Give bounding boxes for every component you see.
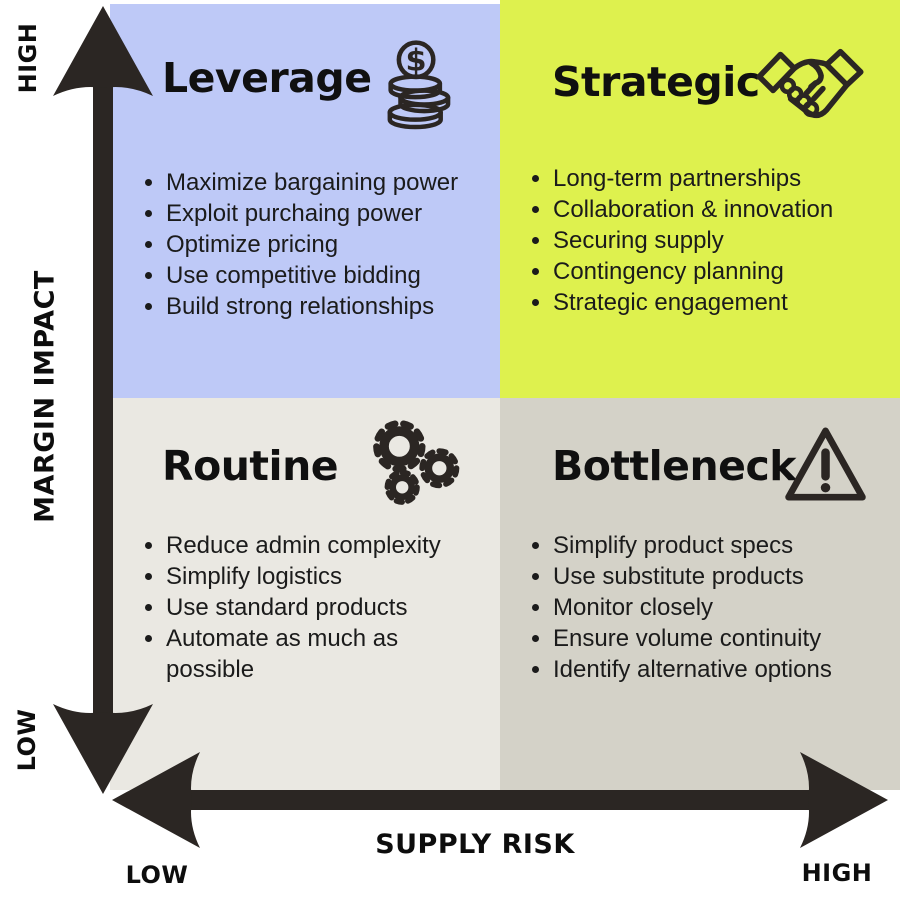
bullet-item: Strategic engagement	[553, 287, 870, 318]
svg-text:$: $	[406, 43, 427, 78]
warning-icon	[781, 421, 871, 507]
y-axis-title: MARGIN IMPACT	[29, 270, 61, 523]
y-axis-low-label: LOW	[13, 708, 41, 772]
bullet-item: Long-term partnerships	[553, 163, 870, 194]
x-axis-arrow	[112, 752, 888, 848]
quadrant-bottleneck-bullets: Simplify product specsUse substitute pro…	[500, 530, 870, 685]
handshake-icon	[750, 36, 870, 132]
bullet-item: Simplify logistics	[166, 561, 460, 592]
x-axis-low-label: LOW	[125, 861, 189, 889]
bullet-item: Automate as much as possible	[166, 623, 460, 685]
bullet-item: Exploit purchaing power	[166, 198, 460, 229]
bullet-item: Ensure volume continuity	[553, 623, 870, 654]
quadrant-leverage-title: Leverage	[162, 54, 372, 102]
quadrant-strategic-title: Strategic	[552, 58, 760, 106]
quadrant-leverage: Leverage $ Maximize bargaining powerExpl…	[110, 4, 500, 398]
quadrant-strategic-bullets: Long-term partnershipsCollaboration & in…	[500, 163, 870, 318]
x-axis-high-label: HIGH	[801, 859, 873, 887]
quadrant-bottleneck-title: Bottleneck	[552, 442, 797, 490]
bullet-item: Monitor closely	[553, 592, 870, 623]
quadrant-bottleneck: Bottleneck Simplify product specsUse sub…	[500, 398, 900, 790]
bullet-item: Optimize pricing	[166, 229, 460, 260]
money-coins-icon: $	[380, 28, 462, 140]
bullet-item: Use competitive bidding	[166, 260, 460, 291]
bullet-item: Simplify product specs	[553, 530, 870, 561]
quadrant-routine-bullets: Reduce admin complexitySimplify logistic…	[110, 530, 460, 685]
bullet-item: Identify alternative options	[553, 654, 870, 685]
bullet-item: Securing supply	[553, 225, 870, 256]
bullet-item: Contingency planning	[553, 256, 870, 287]
quadrant-strategic: Strategic Long-term partnershipsC	[500, 0, 900, 398]
gears-icon	[366, 414, 466, 511]
bullet-item: Build strong relationships	[166, 291, 460, 322]
bullet-item: Use substitute products	[553, 561, 870, 592]
quadrant-routine-title: Routine	[162, 442, 339, 490]
bullet-item: Maximize bargaining power	[166, 167, 460, 198]
y-axis-high-label: HIGH	[14, 22, 42, 94]
bullet-item: Collaboration & innovation	[553, 194, 870, 225]
bullet-item: Reduce admin complexity	[166, 530, 460, 561]
bullet-item: Use standard products	[166, 592, 460, 623]
quadrant-leverage-bullets: Maximize bargaining powerExploit purchai…	[110, 167, 460, 322]
x-axis-title: SUPPLY RISK	[375, 829, 575, 860]
quadrant-routine: Routine Reduce admin complexitySimplify …	[110, 398, 500, 790]
y-axis-arrow	[53, 6, 153, 794]
